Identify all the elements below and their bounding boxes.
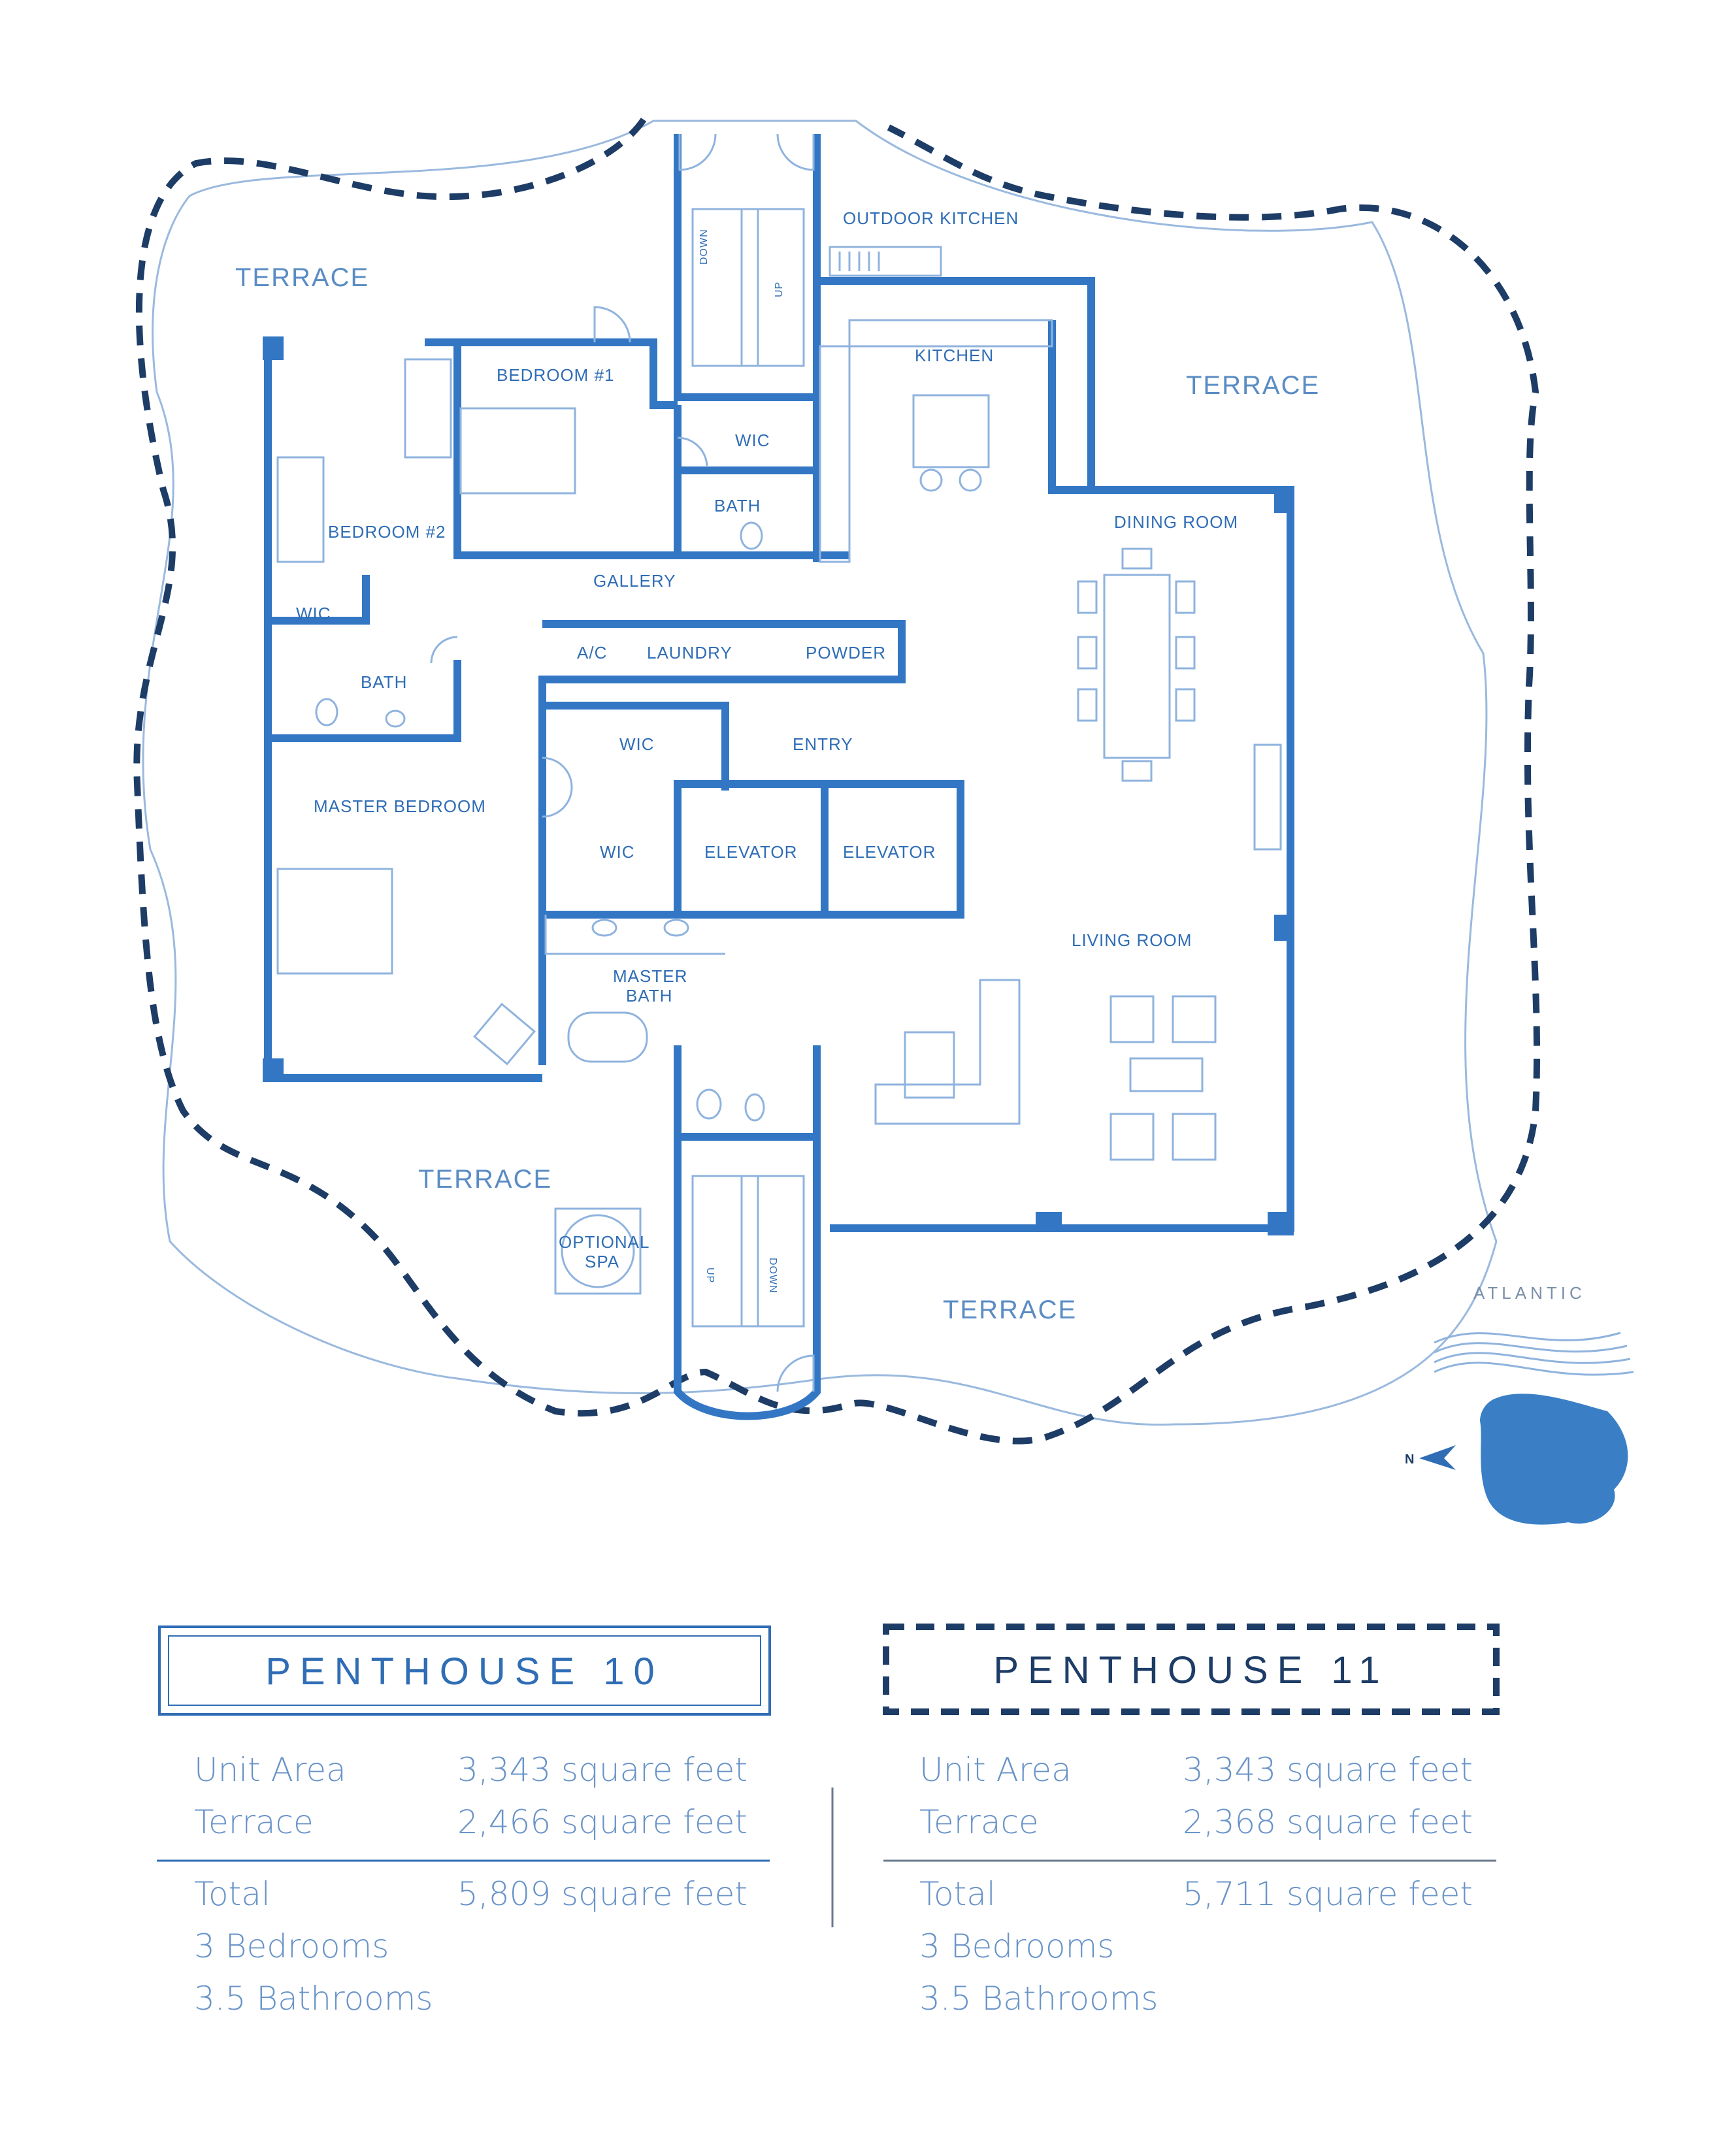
bath-label-1: BATH [714, 496, 761, 515]
ph10-unit-area-value: 3,343 square feet [457, 1751, 748, 1789]
optional-spa-label-line2: SPA [585, 1252, 619, 1271]
ocean-waves-icon [1434, 1331, 1634, 1376]
ph11-terrace-value: 2,368 square feet [1183, 1803, 1473, 1841]
optional-spa-label-line1: OPTIONAL [559, 1232, 649, 1252]
entry-label: ENTRY [793, 734, 853, 754]
wic-label-4: WIC [600, 842, 635, 862]
kitchen-label: KITCHEN [915, 346, 994, 365]
ph10-bedrooms: 3 Bedrooms [194, 1927, 389, 1965]
terrace-label-southeast: TERRACE [943, 1296, 1077, 1324]
atlantic-label: ATLANTIC [1473, 1283, 1586, 1303]
ph10-terrace-value: 2,466 square feet [457, 1803, 748, 1841]
bath-label-2: BATH [361, 672, 407, 692]
ph11-total-label: Total [919, 1875, 996, 1913]
stair-down-label-top: DOWN [698, 229, 710, 265]
room-labels: OUTDOOR KITCHEN KITCHEN BEDROOM #1 BEDRO… [296, 208, 1238, 1294]
terrace-label-southwest: TERRACE [418, 1165, 552, 1194]
ph11-title: PENTHOUSE 11 [993, 1649, 1388, 1691]
elevator-label-1: ELEVATOR [704, 842, 797, 862]
fixtures [276, 133, 1282, 1392]
ph10-total-label: Total [194, 1875, 271, 1913]
north-label: N [1405, 1452, 1414, 1467]
bedroom2-label: BEDROOM #2 [328, 522, 446, 542]
terrace-labels: TERRACE TERRACE TERRACE TERRACE [235, 263, 1320, 1324]
dining-room-label: DINING ROOM [1114, 512, 1238, 532]
stair-down-label-bottom: DOWN [767, 1258, 778, 1294]
laundry-label: LAUNDRY [647, 643, 732, 662]
master-bath-label-line1: MASTER [613, 966, 687, 986]
ph10-title: PENTHOUSE 10 [265, 1650, 664, 1693]
powder-label: POWDER [806, 643, 886, 662]
pillars [263, 336, 1294, 1235]
ph10-bathrooms: 3.5 Bathrooms [194, 1980, 433, 2017]
wic-label-3: WIC [619, 734, 655, 754]
outdoor-kitchen-label: OUTDOOR KITCHEN [843, 208, 1019, 228]
ph11-bathrooms: 3.5 Bathrooms [919, 1980, 1158, 2017]
ac-label: A/C [577, 643, 607, 662]
ph11-total-value: 5,711 square feet [1183, 1875, 1473, 1913]
living-room-label: LIVING ROOM [1072, 930, 1192, 950]
water-body-icon [1480, 1394, 1628, 1525]
gallery-label: GALLERY [593, 571, 676, 591]
ph11-unit-area-label: Unit Area [919, 1751, 1072, 1789]
terrace-label-northeast: TERRACE [1186, 371, 1320, 400]
ph10-title-box [158, 1625, 771, 1716]
north-arrow-icon [1419, 1445, 1456, 1470]
master-bedroom-label: MASTER BEDROOM [314, 796, 486, 816]
ph11-title-box [883, 1624, 1500, 1715]
bedroom1-label: BEDROOM #1 [497, 365, 615, 385]
master-bath-label-line2: BATH [626, 986, 672, 1005]
ph10-terrace-outline [142, 120, 1498, 1426]
elevator-label-2: ELEVATOR [843, 842, 936, 862]
stair-up-label-bottom: UP [704, 1267, 715, 1283]
ph10-unit-area-label: Unit Area [194, 1751, 346, 1789]
wic-label-2: WIC [296, 604, 331, 623]
compass: ATLANTIC N [1405, 1283, 1634, 1525]
ph10-total-value: 5,809 square feet [457, 1875, 748, 1913]
ph10-terrace-label: Terrace [194, 1803, 314, 1841]
wic-label-1: WIC [735, 431, 770, 450]
legend: PENTHOUSE 10 PENTHOUSE 11 Unit Area 3,34… [157, 1624, 1500, 2017]
ph11-bedrooms: 3 Bedrooms [919, 1927, 1114, 1965]
stair-up-label-top: UP [774, 282, 785, 297]
ph11-terrace-label: Terrace [919, 1803, 1039, 1841]
terrace-label-northwest: TERRACE [235, 263, 369, 292]
walls [264, 134, 1294, 1420]
ph11-terrace-outline [133, 118, 1541, 1445]
ph11-unit-area-value: 3,343 square feet [1183, 1751, 1473, 1789]
